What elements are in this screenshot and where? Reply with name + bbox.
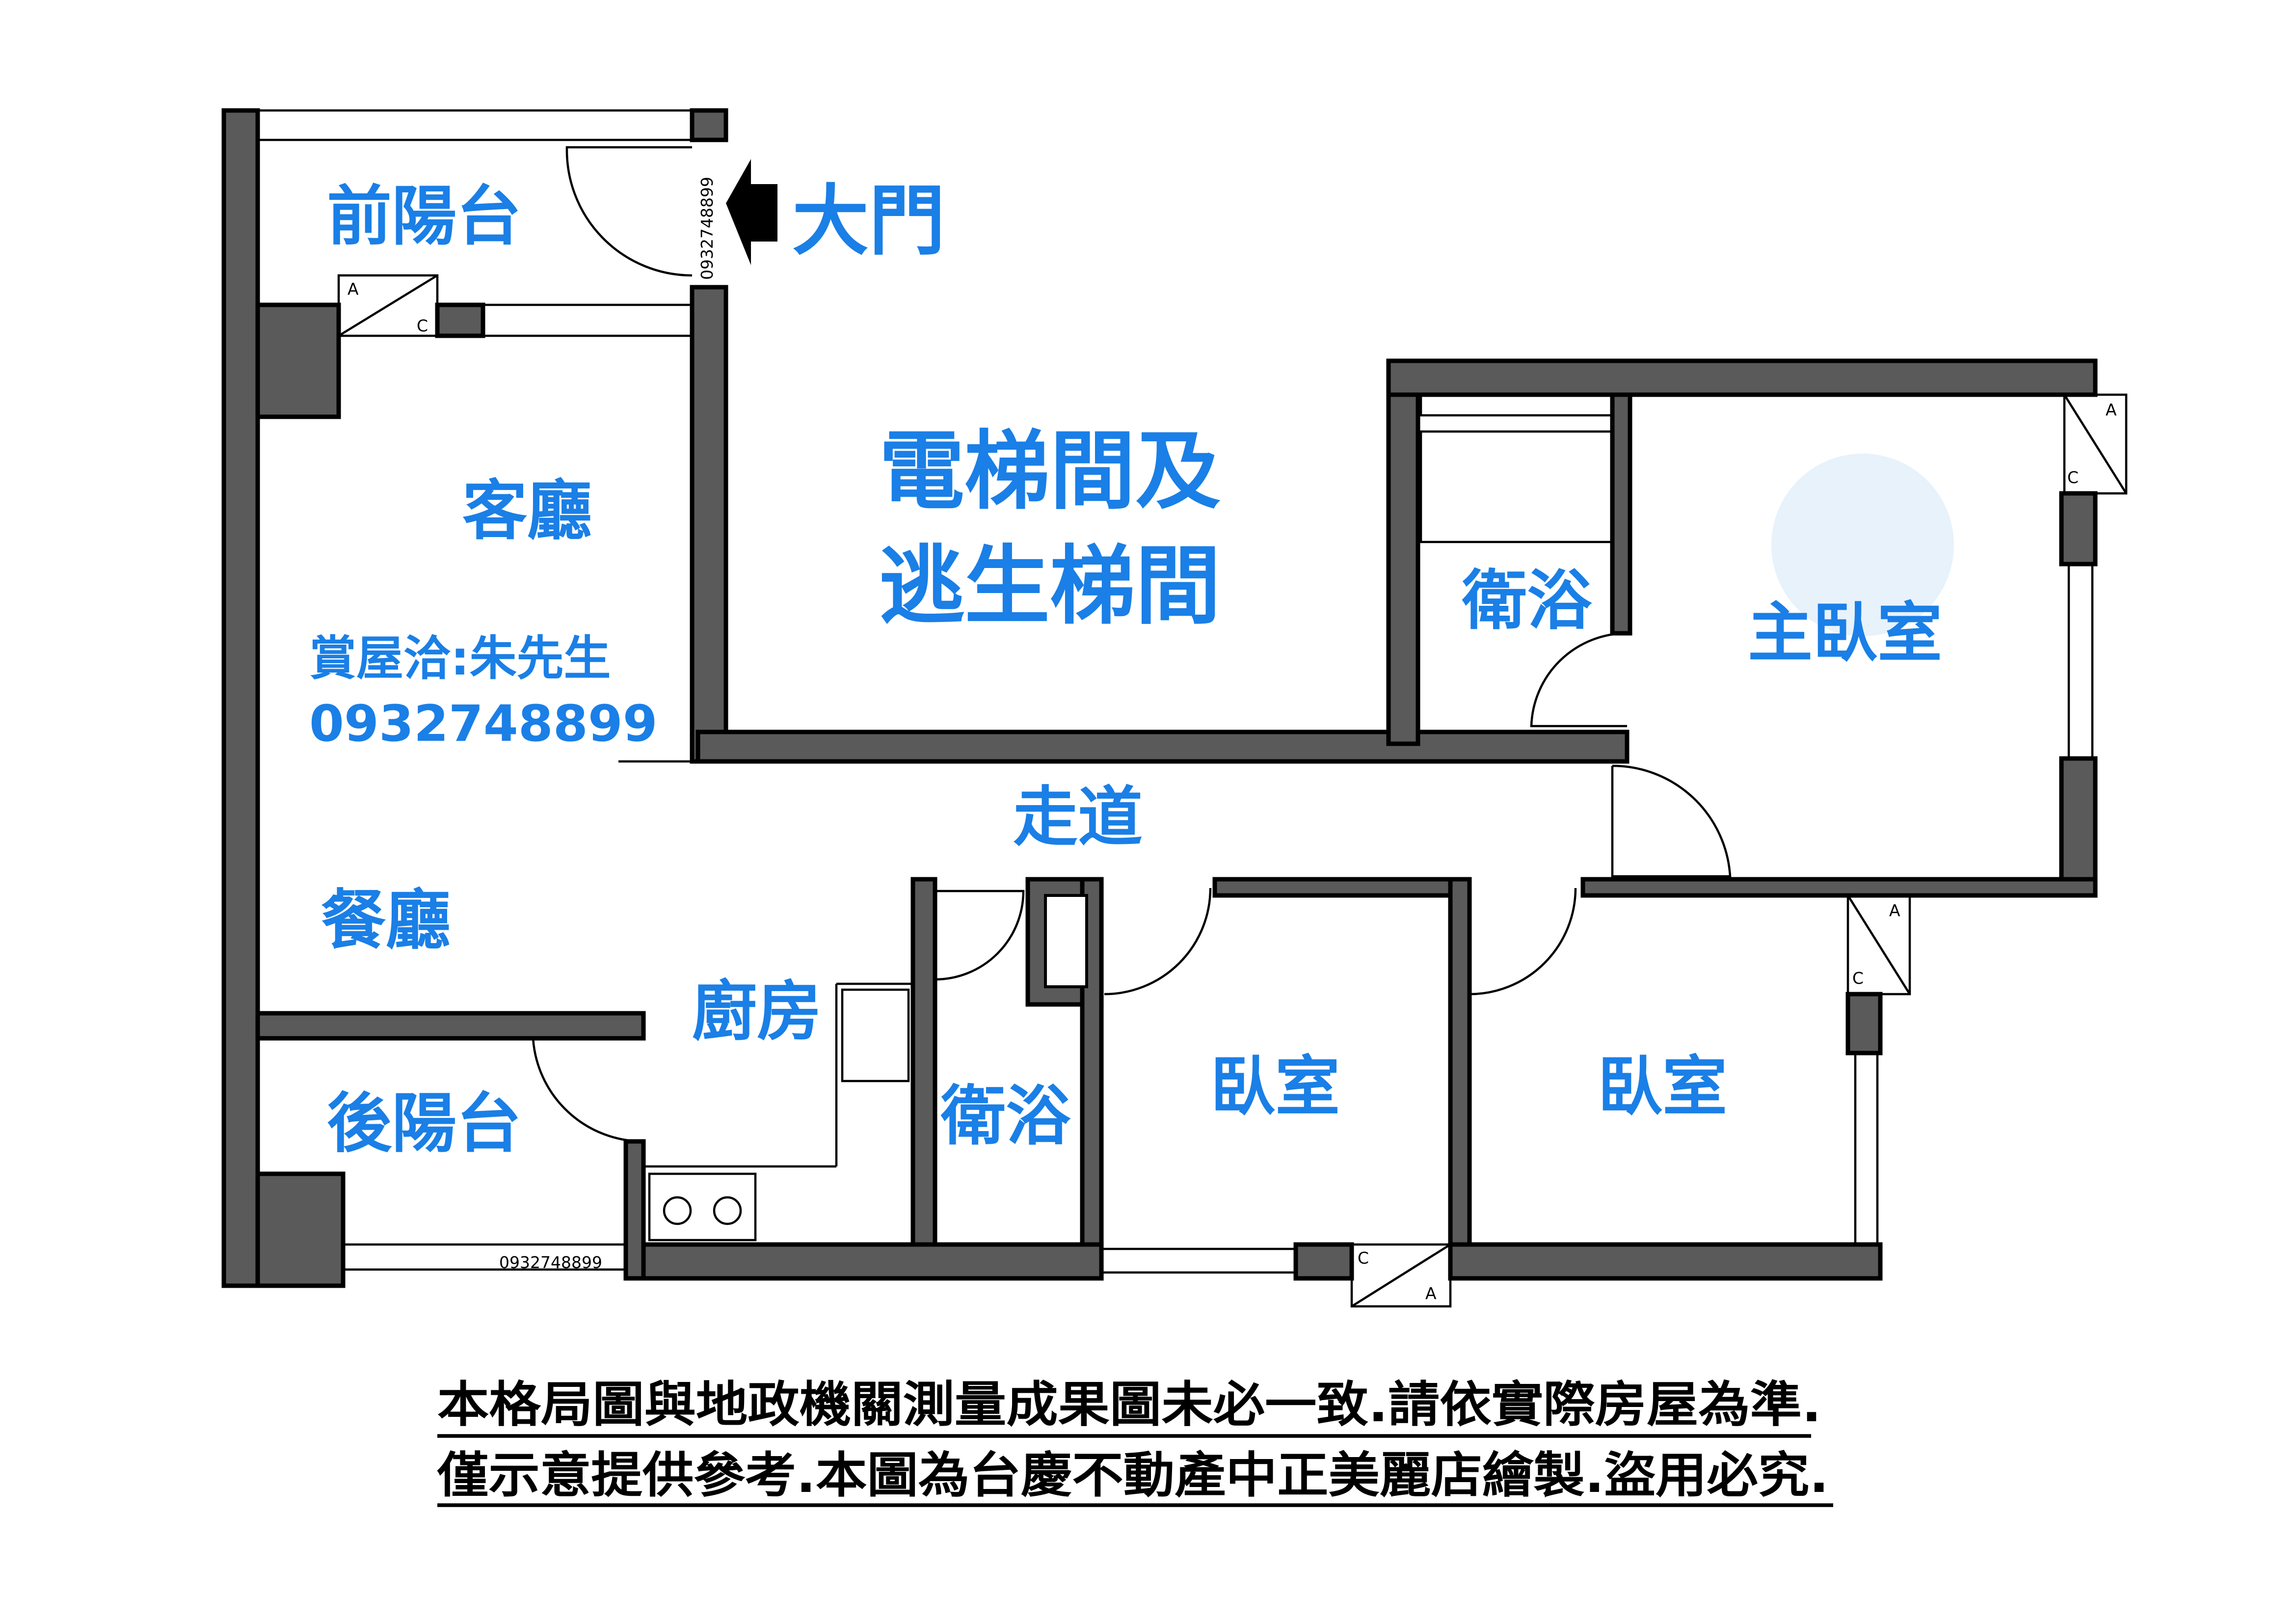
walls [221, 108, 2098, 1288]
label-living-room: 客廳 [462, 473, 592, 549]
label-master-bath: 衛浴 [1462, 563, 1592, 639]
label-kitchen: 廚房 [692, 974, 822, 1050]
label-back-balcony: 後陽台 [327, 1086, 521, 1162]
label-bedroom-1: 臥室 [1210, 1049, 1340, 1125]
label-elevator-1: 電梯間及 [879, 422, 1221, 521]
label-master-bedroom: 主臥室 [1748, 595, 1942, 671]
ac-mark-a: A [1425, 1284, 1437, 1303]
label-dining-room: 餐廳 [321, 883, 451, 958]
label-corridor: 走道 [1013, 780, 1143, 855]
label-main-door: 大門 [792, 176, 945, 266]
disclaimer-line-2: 僅示意提供參考.本圖為台慶不動產中正美麗店繪製.盜用必究. [437, 1447, 1829, 1504]
label-bedroom-2: 臥室 [1598, 1049, 1727, 1125]
entrance-arrow-icon [726, 159, 778, 265]
ac-mark-c: C [1358, 1248, 1369, 1268]
label-bath-2: 衛浴 [940, 1079, 1071, 1154]
watermark-phone-vertical: 0932748899 [697, 177, 717, 280]
watermark-phone: 0932748899 [499, 1253, 602, 1272]
contact-label: 賞屋洽:朱先生 [309, 631, 611, 686]
windows-and-doors [256, 109, 2128, 1308]
ac-mark-c: C [2067, 468, 2079, 487]
ac-mark-a: A [347, 279, 359, 298]
watermark-logo [1771, 454, 1954, 636]
ac-mark-a: A [1889, 901, 1900, 920]
disclaimer-line-1: 本格局圖與地政機關測量成果圖未必一致.請依實際房屋為準. [437, 1377, 1821, 1433]
contact-phone: 0932748899 [309, 695, 658, 753]
ac-mark-c: C [417, 316, 428, 335]
label-front-balcony: 前陽台 [327, 179, 521, 254]
ac-mark-c: C [1852, 969, 1864, 988]
ac-mark-a: A [2106, 400, 2117, 419]
label-elevator-2: 逃生梯間 [879, 537, 1221, 636]
